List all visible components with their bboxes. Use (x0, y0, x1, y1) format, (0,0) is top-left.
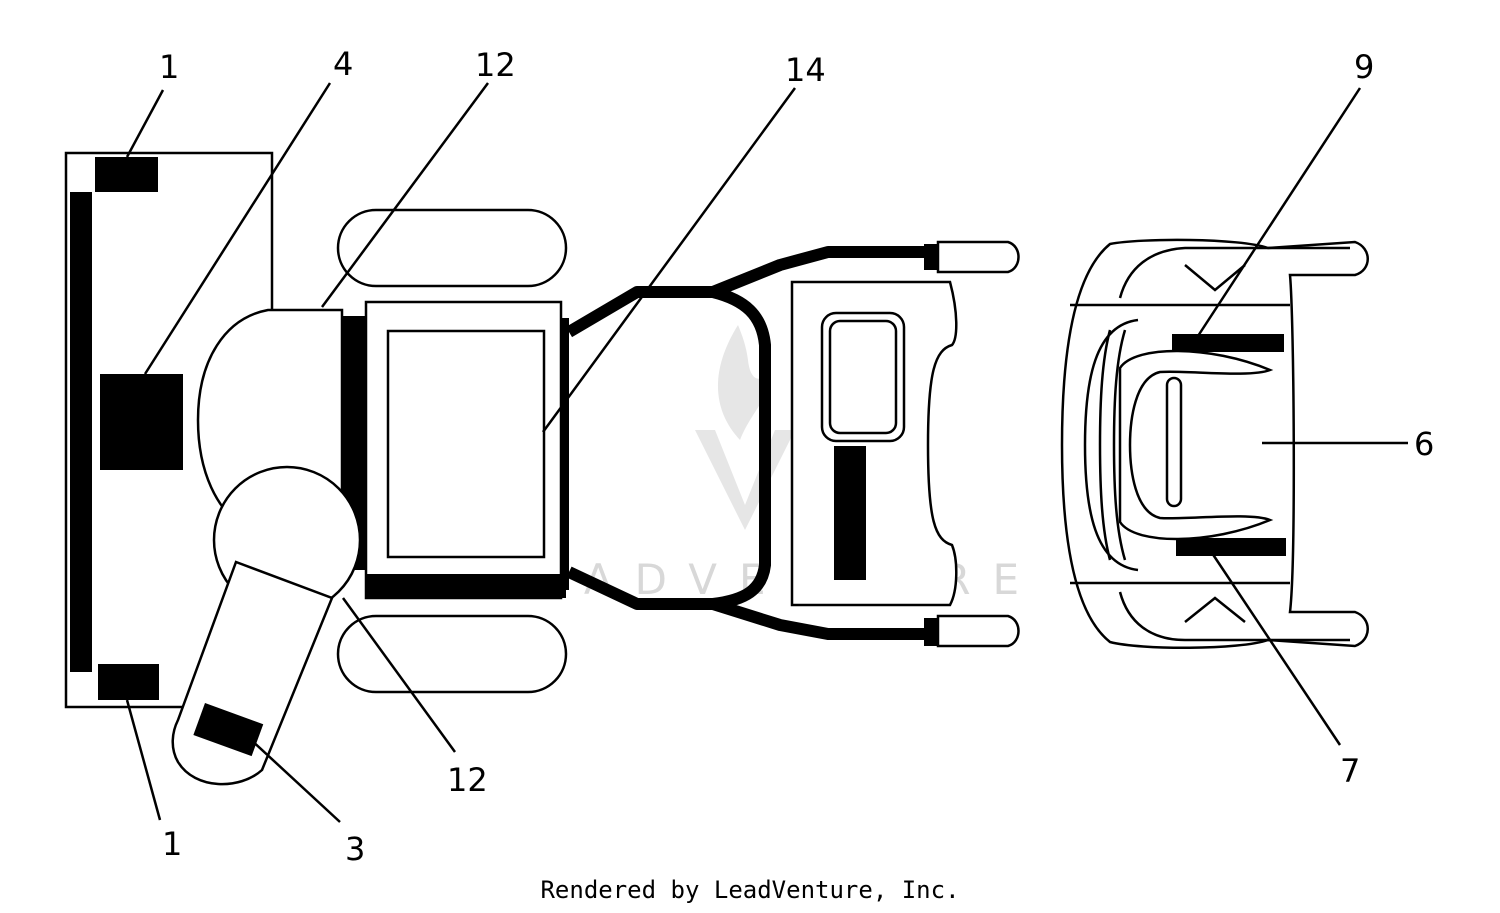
leader-3 (247, 736, 341, 823)
leader-12-bottom (341, 597, 457, 753)
tank-bottom-band (366, 574, 566, 598)
chute-decal-3 (193, 703, 264, 757)
callout-4: 4 (333, 45, 353, 83)
console-strip (834, 446, 866, 580)
deck-decal-4 (100, 374, 183, 470)
leader-lines (125, 82, 1408, 823)
decal-7-strip (1176, 538, 1286, 556)
seat-bottom-horn (1118, 591, 1350, 642)
mower-deck (64, 151, 274, 709)
callout-1-top: 1 (159, 48, 179, 86)
seat-cushion (1118, 349, 1274, 541)
grip-collar-bottom (924, 618, 938, 646)
seat-top-brace (1184, 264, 1246, 292)
callout-3: 3 (345, 830, 365, 868)
frame-rail-upper (565, 246, 935, 338)
control-console (790, 280, 958, 607)
callout-1-bottom: 1 (162, 825, 182, 863)
leader-12-top (320, 82, 490, 308)
leader-4 (143, 82, 332, 375)
callout-12-bottom: 12 (447, 761, 488, 799)
seat-top-horn (1118, 246, 1350, 299)
footer-credit: Rendered by LeadVenture, Inc. (540, 876, 959, 904)
frame-center-loop (711, 286, 771, 610)
deck-side-strip (70, 192, 92, 672)
deck-decal-1-bottom (98, 664, 159, 700)
callout-6: 6 (1414, 425, 1434, 463)
console-display-inner (828, 319, 898, 435)
watermark-v-icon (695, 430, 795, 530)
seat-outer-shell (1060, 238, 1369, 650)
seat-assembly (1060, 238, 1369, 650)
seat-left-inner (1098, 329, 1112, 561)
grip-collar-top (924, 244, 938, 270)
rear-wheel-top (336, 208, 568, 288)
handle-grip-top (936, 240, 1020, 274)
rear-wheel-bottom (336, 614, 568, 694)
leader-1-top (125, 89, 165, 158)
callout-14: 14 (785, 51, 826, 89)
decal-14-panel (386, 329, 546, 559)
deck-decal-1-top (95, 157, 158, 192)
leader-7 (1208, 549, 1342, 746)
tank-body (364, 300, 569, 600)
callout-12-top: 12 (475, 46, 516, 84)
decal-9-strip (1172, 334, 1284, 352)
callout-9: 9 (1354, 48, 1374, 86)
handle-grip-bottom (936, 614, 1020, 648)
leader-9 (1196, 87, 1362, 337)
seat-left-inner2 (1112, 329, 1127, 561)
callouts: 1 4 12 14 9 6 7 12 1 3 (159, 45, 1434, 868)
seat-handle-slot (1165, 376, 1183, 508)
tank-right-strip (561, 318, 569, 590)
leader-1-bottom (125, 699, 162, 821)
leader-14 (541, 87, 797, 433)
frame-rail-lower (566, 566, 935, 640)
watermark-flame-icon (717, 325, 770, 440)
seat-bottom-brace (1184, 596, 1246, 623)
callout-7: 7 (1340, 752, 1360, 790)
